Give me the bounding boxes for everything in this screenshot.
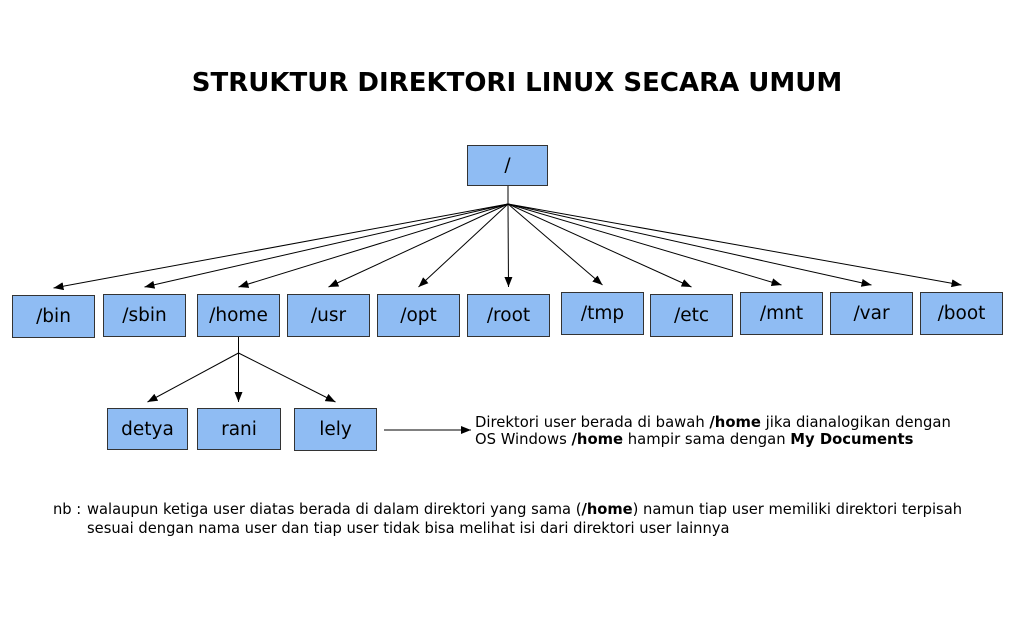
edge-root-opt — [418, 203, 509, 288]
edge-root-root — [504, 203, 513, 288]
directory-box-sbin: /sbin — [103, 294, 186, 337]
directory-box-opt: /opt — [377, 294, 460, 337]
footnote-line-2: sesuai dengan nama user dan tiap user ti… — [87, 520, 730, 537]
edge-root-sbin — [144, 203, 509, 289]
edge-home-lely — [238, 352, 336, 403]
footnote: nb : walaupun ketiga user diatas berada … — [53, 500, 962, 538]
directory-box-root: /root — [467, 294, 550, 337]
explanation-text: OS Windows — [475, 431, 572, 448]
footnote-line-1: walaupun ketiga user diatas berada di da… — [87, 500, 962, 519]
edge-root-var — [507, 203, 872, 287]
edge-root-home — [238, 203, 509, 288]
footnote-text: walaupun ketiga user diatas berada di da… — [87, 501, 582, 518]
user-box-detya: detya — [107, 408, 188, 450]
directory-box-tmp: /tmp — [561, 292, 644, 335]
edge-root-mnt — [507, 203, 782, 286]
directory-box-usr: /usr — [287, 294, 370, 337]
edge-root-usr — [328, 203, 509, 288]
edge-root-bin — [53, 203, 509, 291]
directory-box-mnt: /mnt — [740, 292, 823, 335]
user-box-lely: lely — [294, 408, 377, 451]
explanation-text: jika dianalogikan dengan — [760, 414, 951, 431]
directory-box-bin: /bin — [12, 295, 95, 338]
root-directory-box: / — [467, 145, 548, 186]
footnote-text: ) namun tiap user memiliki direktori ter… — [632, 501, 963, 518]
footnote-body: walaupun ketiga user diatas berada di da… — [87, 500, 962, 538]
edge-root-boot — [507, 203, 962, 288]
explanation-line-2: OS Windows /home hampir sama dengan My D… — [475, 431, 951, 448]
edge-root-tmp — [507, 203, 603, 286]
explanation-line-1: Direktori user berada di bawah /home jik… — [475, 414, 951, 431]
directory-box-boot: /boot — [920, 292, 1003, 335]
home-path-highlight: /home — [581, 501, 633, 518]
home-explanation: Direktori user berada di bawah /home jik… — [475, 414, 951, 448]
footnote-prefix: nb : — [53, 501, 82, 518]
user-box-rani: rani — [197, 408, 281, 450]
explanation-text: hampir sama dengan — [623, 431, 791, 448]
home-path-highlight: /home — [571, 431, 624, 448]
directory-box-etc: /etc — [650, 294, 733, 337]
directory-box-home: /home — [197, 294, 280, 337]
home-path-highlight: /home — [709, 414, 761, 431]
my-documents-highlight: My Documents — [790, 431, 914, 448]
diagram-title: STRUKTUR DIREKTORI LINUX SECARA UMUM — [191, 68, 843, 98]
edge-home-detya — [147, 352, 239, 403]
explanation-text: Direktori user berada di bawah — [475, 414, 710, 431]
directory-box-var: /var — [830, 292, 913, 335]
edge-root-etc — [507, 203, 692, 288]
